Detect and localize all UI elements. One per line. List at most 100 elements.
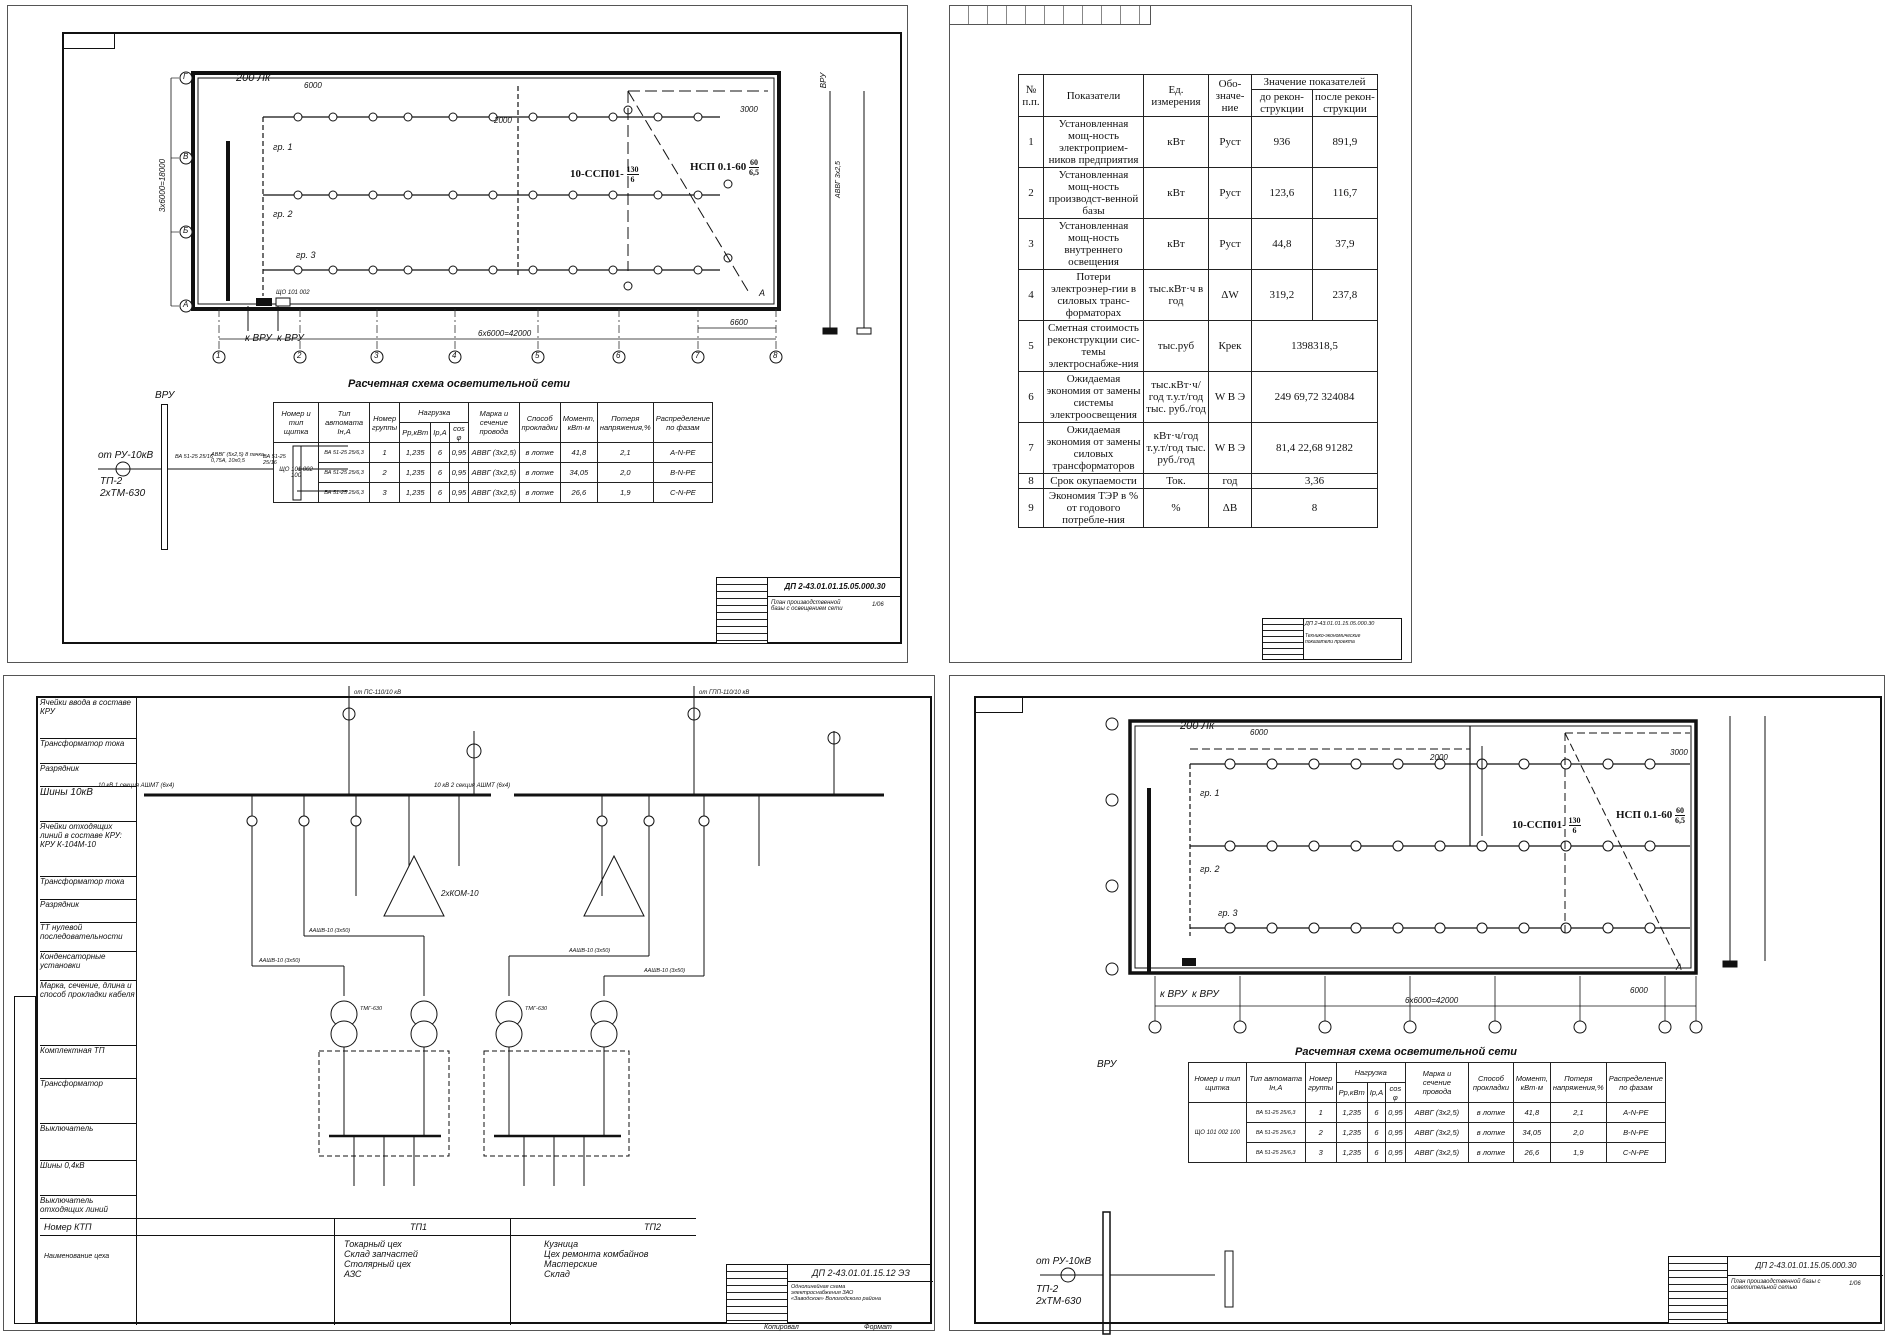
legend-item: Ячейки ввода в составе КРУ bbox=[40, 698, 136, 739]
cos-cell: 0,95 bbox=[448, 442, 470, 463]
axis-5 bbox=[531, 350, 545, 364]
lux-label: 200 Лк bbox=[236, 72, 271, 84]
list-item: Склад bbox=[544, 1269, 570, 1279]
i-cell: 6 bbox=[1366, 1102, 1387, 1123]
row-no: 9 bbox=[1018, 488, 1044, 528]
dim-cable-a: 2000 bbox=[1430, 753, 1448, 762]
loss-cell: 2,1 bbox=[596, 442, 654, 463]
drawing-frame bbox=[36, 696, 932, 1324]
source1-label: от ПС-110/10 кВ bbox=[354, 690, 402, 696]
row-unit: кВт·ч/год т.у.т/год тыс. руб./год bbox=[1143, 422, 1209, 474]
row-after: 237,8 bbox=[1311, 269, 1379, 321]
axis-8 bbox=[769, 350, 783, 364]
group-cell: 3 bbox=[369, 482, 401, 503]
stamp-title: План производственной базы с осветительн… bbox=[1731, 1279, 1821, 1291]
breaker-cell: ВА 51-25 25/6,3 bbox=[318, 442, 371, 463]
list-item: Столярный цех bbox=[344, 1259, 411, 1269]
left-legend: Ячейки ввода в составе КРУ Трансформатор… bbox=[40, 698, 137, 1218]
table-row: ВА 51-25 25/6,3 3 1,235 6 0,95 АВВГ (3х2… bbox=[274, 482, 714, 503]
row-name: Экономия ТЭР в % от годового потребле-ни… bbox=[1043, 488, 1144, 528]
row-sym: Руст bbox=[1208, 116, 1252, 168]
nsp-num: 60 bbox=[1674, 806, 1685, 816]
side-strip bbox=[14, 996, 36, 1324]
calc-svg bbox=[98, 445, 348, 501]
axis-1 bbox=[212, 350, 226, 364]
legend-item: Трансформатор тока bbox=[40, 739, 136, 764]
row-unit: Ток. bbox=[1143, 473, 1209, 489]
th-method: Способ прокладки bbox=[518, 402, 561, 443]
th-i: Iр,А bbox=[1366, 1082, 1387, 1103]
sheet-indicators: № п.п. Показатели Ед. измерения Обо-знач… bbox=[949, 5, 1412, 663]
komplekt-label: 2хКОМ-10 bbox=[441, 889, 479, 898]
group-2-label: гр. 2 bbox=[273, 209, 293, 219]
title-block-single-line: ДП 2-43.01.01.15.12 ЭЗ Однолинейная схем… bbox=[726, 1264, 933, 1324]
axis-label-8: 8 bbox=[773, 351, 778, 360]
i-cell: 6 bbox=[430, 482, 450, 503]
th-method: Способ прокладки bbox=[1468, 1062, 1514, 1103]
legend-item: Шины 10кВ bbox=[40, 787, 136, 822]
table-row: ЩО 101 002 100 ВА 51-25 25/6,3 1 1,235 6… bbox=[272, 442, 714, 503]
phase-cell: С-N-PE bbox=[652, 482, 714, 503]
stamp-format: Формат bbox=[864, 1324, 892, 1331]
axis-label-3: 3 bbox=[374, 351, 379, 360]
cos-cell: 0,95 bbox=[448, 462, 470, 483]
inner-wall bbox=[197, 77, 775, 305]
th-load: Нагрузка bbox=[399, 402, 470, 423]
nsp-den: 6,5 bbox=[748, 168, 759, 177]
row-no: 5 bbox=[1018, 320, 1044, 372]
p-cell: 1,235 bbox=[399, 462, 432, 483]
source-label: от РУ-10кВ bbox=[98, 450, 154, 461]
cable-2: ААШВ-10 (3х50) bbox=[569, 948, 611, 954]
axis-a bbox=[179, 299, 193, 313]
th-wire: Марка и сечение провода bbox=[1404, 1062, 1470, 1103]
table-row: ВА 51-25 25/6,3 2 1,235 6 0,95 АВВГ (3х2… bbox=[274, 462, 714, 483]
th-load: Нагрузка bbox=[1335, 1062, 1406, 1083]
dim-span: 6х6000=42000 bbox=[478, 329, 532, 338]
phase-cell: В-N-PE bbox=[1605, 1122, 1667, 1143]
axis-label-7: 7 bbox=[695, 351, 700, 360]
stamp-title: План производственной базы с освещением … bbox=[771, 600, 843, 612]
p-cell: 1,235 bbox=[1335, 1142, 1368, 1163]
moment-cell: 34,05 bbox=[1512, 1122, 1551, 1143]
th-value: Значение показателей bbox=[1251, 74, 1378, 90]
group-cell: 2 bbox=[369, 462, 401, 483]
axis-label-g: Г bbox=[183, 72, 188, 81]
th-loss: Потеря напряжения,% bbox=[1549, 1062, 1607, 1103]
method-cell: в лотке bbox=[1468, 1142, 1514, 1163]
row-after: 891,9 bbox=[1311, 116, 1379, 168]
th-panel: Номер и тип щитка bbox=[1188, 1062, 1247, 1103]
panel-label: ЩО 101 002 bbox=[276, 290, 310, 296]
to-vru-2: к ВРУ bbox=[277, 333, 304, 344]
lighting-panel bbox=[256, 298, 272, 306]
legend-item: Трансформатор тока bbox=[40, 877, 136, 900]
axis-7 bbox=[691, 350, 705, 364]
point-a: А bbox=[759, 288, 766, 298]
row-unit: % bbox=[1143, 488, 1209, 528]
breaker-cell: ВА 51-25 25/6,3 bbox=[1245, 1102, 1306, 1123]
stamp-title: Однолинейная схема электроснабжения ЗАО … bbox=[791, 1284, 881, 1302]
row-no: 1 bbox=[1018, 116, 1044, 168]
axis-label-b: Б bbox=[183, 226, 189, 235]
row-after: 37,9 bbox=[1311, 218, 1379, 270]
th-cos: cos φ bbox=[448, 422, 470, 443]
legend-item: Комплектная ТП bbox=[40, 1046, 136, 1079]
th-phase: Распределение по фазам bbox=[1605, 1062, 1667, 1103]
breaker-cell: ВА 51-25 25/6,3 bbox=[1245, 1122, 1306, 1143]
phase-cell: С-N-PE bbox=[1605, 1142, 1667, 1163]
bus2-label: 10 кВ 2 секция АШМТ (6х4) bbox=[434, 783, 511, 789]
axis-3 bbox=[370, 350, 384, 364]
list-item: АЗС bbox=[344, 1269, 362, 1279]
sheet-single-line: Ячейки ввода в составе КРУ Трансформатор… bbox=[3, 675, 935, 1331]
th-p: Рр,кВт bbox=[1335, 1082, 1368, 1103]
ssp-den: 6 bbox=[1572, 826, 1577, 835]
th-p: Рр,кВт bbox=[399, 422, 432, 443]
row-sym: W В Э bbox=[1208, 371, 1252, 423]
sheet-lighting-plan: 200 Лк 6000 6х6000=42000 6600 2000 3000 … bbox=[7, 5, 908, 663]
ktp-table: Номер КТП Наименование цеха ТП1 ТП2 Тока… bbox=[40, 1218, 696, 1325]
cable-3: ААШВ-10 (3х50) bbox=[259, 958, 301, 964]
corner-tag bbox=[64, 34, 115, 49]
method-cell: в лотке bbox=[518, 462, 561, 483]
